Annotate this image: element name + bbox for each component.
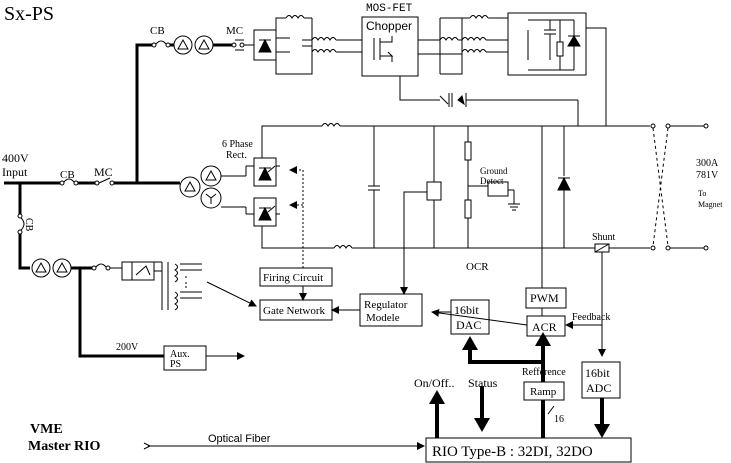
input-label-voltage: 400V xyxy=(2,151,29,165)
gate-network-label: Gate Network xyxy=(263,305,326,317)
input-label-text: Input xyxy=(2,165,28,179)
top-power-path xyxy=(135,12,650,183)
to-magnet-label-2: Magnet xyxy=(698,200,723,209)
dac-box xyxy=(450,299,490,335)
chopper-drive-path xyxy=(399,76,579,126)
cb-label-main: CB xyxy=(60,169,75,181)
acr-box xyxy=(526,315,566,337)
shunt-label: Shunt xyxy=(592,232,616,243)
firing-links xyxy=(289,166,304,268)
firing-circuit-label: Firing Circuit xyxy=(263,272,323,284)
mc-label-top: MC xyxy=(226,25,243,37)
adc-label-2: ADC xyxy=(586,381,611,395)
six-phase-rectifier-lower xyxy=(253,197,277,227)
cb-label-vertical: CB xyxy=(23,218,34,232)
mc-label-main: MC xyxy=(94,165,113,179)
optical-fiber-label: Optical Fiber xyxy=(208,433,271,445)
pwm-box xyxy=(525,287,567,309)
ramp-box xyxy=(523,381,565,401)
six-phase-label-1: 6 Phase xyxy=(222,139,253,150)
regulator-label-1: Regulator xyxy=(364,299,408,311)
on-off-label: On/Off.. xyxy=(414,376,454,390)
dac-label-1: 16bit xyxy=(454,303,479,317)
six-phase-rectifier-upper xyxy=(253,157,277,187)
output-section xyxy=(594,123,709,357)
refference-label: Refference xyxy=(522,367,566,378)
v200-label: 200V xyxy=(116,342,139,353)
aux-rectifier-box xyxy=(121,261,155,281)
adc-box xyxy=(581,361,621,399)
regulator-box xyxy=(359,293,423,327)
to-magnet-label-1: To xyxy=(698,189,706,198)
main-input-line xyxy=(4,123,606,249)
gate-network-box xyxy=(259,299,333,321)
chopper-label: Chopper xyxy=(366,19,412,33)
rio-label: RIO Type-B : 32DI, 32DO xyxy=(432,444,593,460)
output-filter-block xyxy=(507,12,587,76)
rio-box xyxy=(425,437,632,463)
top-transformer xyxy=(173,35,214,55)
lower-branch xyxy=(17,183,245,360)
cb-label-top: CB xyxy=(150,25,165,37)
aux-ps-label-1: Aux. xyxy=(170,349,190,360)
bits16-label: 16 xyxy=(554,414,564,425)
acr-label: ACR xyxy=(532,320,557,334)
output-rating-current: 300A xyxy=(696,158,719,169)
chopper-block xyxy=(361,16,419,77)
ground-detect-label-2: Detect xyxy=(480,176,504,186)
vme-label: VME xyxy=(30,422,63,437)
regulator-label-2: Modele xyxy=(366,312,400,324)
dac-label-2: DAC xyxy=(456,318,481,332)
ramp-label: Ramp xyxy=(530,386,557,398)
six-phase-label-2: Rect. xyxy=(226,150,247,161)
pwm-label: PWM xyxy=(530,291,559,305)
aux-ps-label-2: PS xyxy=(170,359,181,370)
page-title: Sx-PS xyxy=(4,3,54,25)
ground-detect-label-1: Ground xyxy=(480,166,508,176)
master-rio-label: Master RIO xyxy=(28,439,101,454)
firing-circuit-box xyxy=(259,267,333,287)
control-path xyxy=(206,281,610,438)
top-rectifier-block xyxy=(253,29,277,61)
main-transformer xyxy=(179,165,222,209)
output-rating-voltage: 781V xyxy=(696,170,719,181)
mosfet-label: MOS-FET xyxy=(366,3,413,15)
adc-label-1: 16bit xyxy=(585,366,610,380)
aux-ps-box xyxy=(163,345,207,371)
dc-link-section xyxy=(368,126,571,286)
feedback-label: Feedback xyxy=(572,312,610,323)
ocr-label: OCR xyxy=(466,261,489,273)
gate-transformer xyxy=(174,263,202,311)
status-label: Status xyxy=(468,376,498,390)
